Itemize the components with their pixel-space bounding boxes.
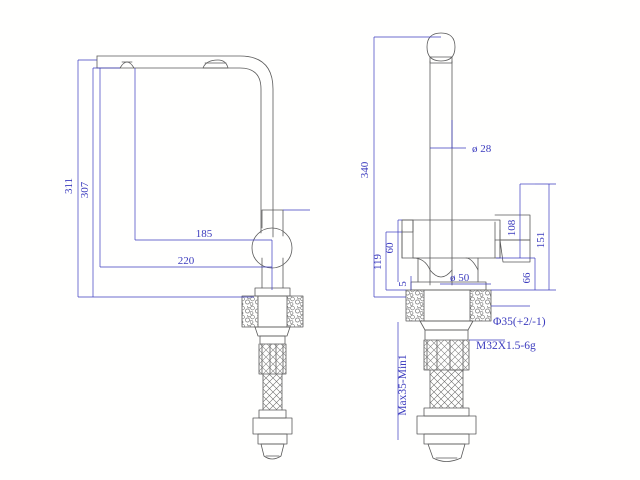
- dim-tube-diameter-28: ø 28: [472, 143, 492, 155]
- dim-reach-185: 185: [196, 228, 213, 240]
- dim-base-plate-5: 5: [397, 281, 409, 287]
- dim-spout-height-307: 307: [79, 181, 91, 198]
- dim-body-height-119: 119: [372, 253, 384, 270]
- callout-mounting-hole: Φ35(+2/-1): [493, 316, 546, 328]
- side-view-hatching: [242, 296, 303, 410]
- front-view-dimension-lines: [373, 36, 556, 440]
- callout-thread-spec: M32X1.5-6g: [476, 340, 536, 352]
- dim-base-diameter-50: ø 50: [450, 272, 470, 284]
- dim-valve-height-60: 60: [384, 242, 396, 254]
- dim-handle-height-108: 108: [506, 219, 518, 236]
- callout-labels: Φ35(+2/-1) M32X1.5-6g Max35-Min1: [397, 316, 546, 416]
- front-view-hatching: [406, 290, 491, 408]
- dim-reach-220: 220: [178, 255, 195, 267]
- dim-handle-total-151: 151: [535, 232, 547, 249]
- callout-deck-thickness: Max35-Min1: [397, 354, 409, 416]
- front-view-dimension-labels: 340 ø 28 119 60 5 ø 50 108 151 66: [359, 143, 547, 287]
- side-view-dimension-labels: 311 307 185 220: [63, 178, 213, 267]
- side-view-dimension-lines: [77, 59, 310, 298]
- front-view-geometry: [401, 32, 531, 462]
- dim-overall-height-340: 340: [359, 161, 371, 178]
- dim-overall-height-311: 311: [63, 178, 75, 194]
- dim-handle-drop-66: 66: [521, 272, 533, 284]
